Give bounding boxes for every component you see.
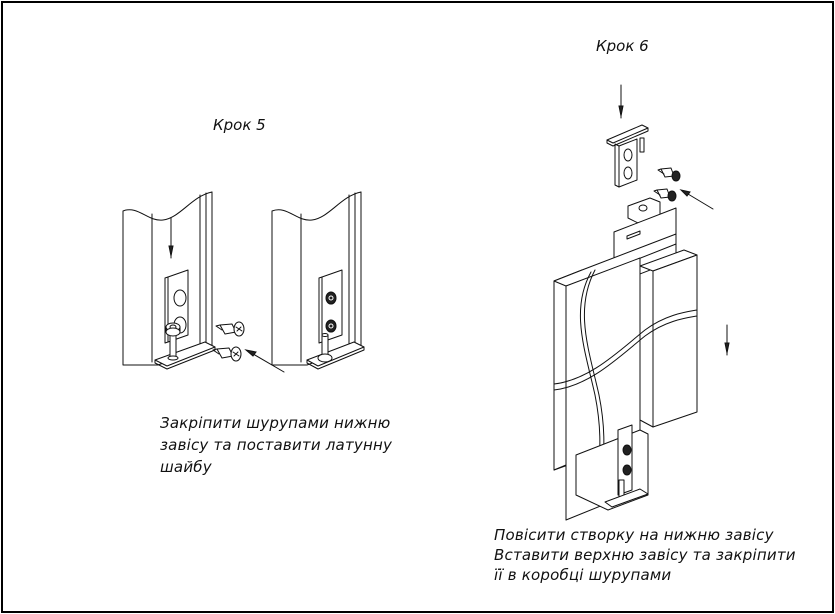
screw-lower	[212, 346, 242, 362]
upper-hinge	[606, 124, 649, 188]
arrow-down-icon	[618, 84, 624, 119]
door-frame-profile-after	[271, 191, 365, 370]
door-leaf-assembly	[553, 197, 698, 521]
screw-lower	[653, 188, 677, 202]
arrow-insert-icon	[679, 189, 714, 210]
step-6-label: Крок 6	[596, 37, 649, 55]
step-5-caption: Закріпити шурупами нижню завісу та поста…	[160, 414, 397, 476]
door-frame-profile-before	[122, 191, 216, 370]
step-5: Крок 5	[122, 116, 397, 476]
screw-upper	[215, 321, 245, 337]
screw-upper	[657, 167, 681, 182]
arrow-down-icon	[724, 324, 730, 356]
hinge-pin	[165, 322, 181, 361]
caption-line: її в коробці шурупами	[494, 566, 671, 584]
caption-line: шайбу	[160, 458, 213, 476]
arrow-down-icon	[168, 217, 174, 259]
arrow-insert-icon	[244, 349, 285, 373]
step-6-caption: Повісити створку на нижню завісу Вставит…	[494, 526, 801, 584]
step-6: Крок 6	[494, 37, 801, 584]
caption-line: Закріпити шурупами нижню	[160, 414, 391, 432]
step-5-label: Крок 5	[213, 116, 266, 134]
caption-line: Вставити верхню завісу та закріпити	[494, 546, 796, 564]
caption-line: Повісити створку на нижню завісу	[494, 526, 775, 544]
caption-line: завісу та поставити латунну	[160, 436, 393, 454]
